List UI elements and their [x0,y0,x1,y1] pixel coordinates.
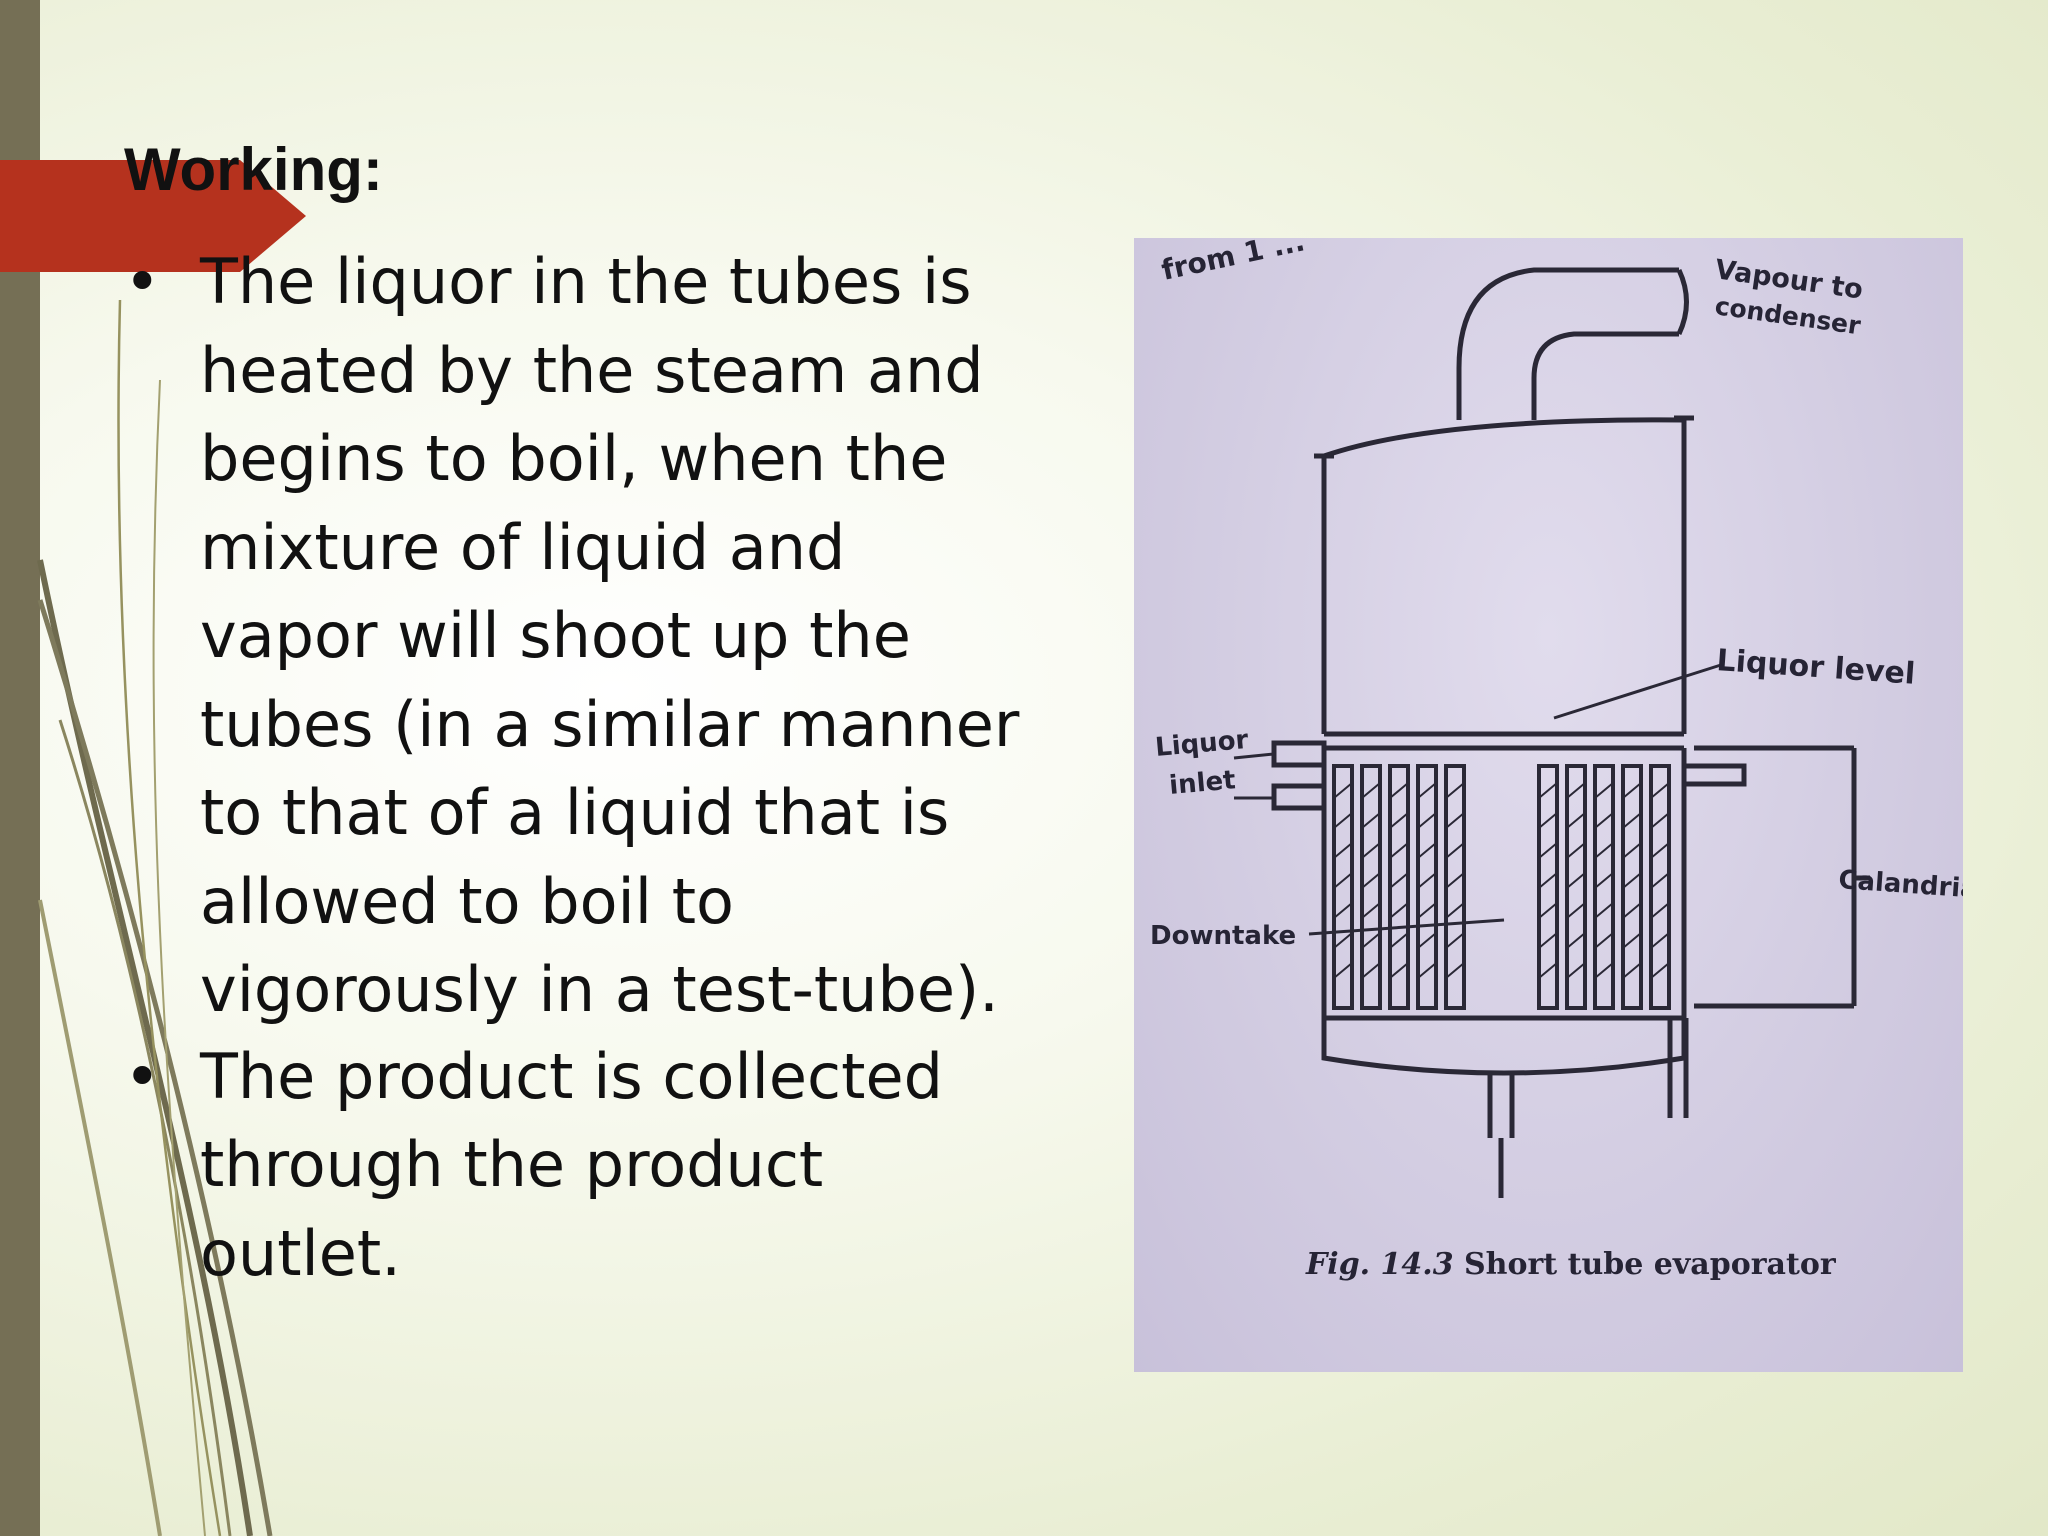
text-line: to that of a liquid that is [200,776,950,849]
bullet-dot: • [124,1039,161,1113]
text-line: mixture of liquid and [200,510,846,584]
figure-caption: Short tube evaporator [1464,1247,1837,1282]
text-line: tubes (in a similar manner [200,687,1020,761]
text-line: allowed to boil to [200,864,734,938]
text-line: vigorously in a test-tube). [200,953,999,1026]
downtake-label: Downtake [1150,921,1296,951]
evaporator-diagram: from 1 ... Vapour to condenser Liquor le… [1150,238,1963,1282]
red-arrow-banner [0,160,306,272]
decorative-curves [37,299,273,1536]
text-line: The product is collected [200,1039,943,1113]
text-line: begins to boil, when the [200,422,948,495]
bullet-item: • The product is collected through the p… [120,1033,1020,1299]
text-line: vapor will shoot up the [200,599,911,672]
bullet-text: The liquor in the tubes is heated by the… [200,238,1020,1035]
liquor-level-label: Liquor level [1715,643,1916,692]
evaporator-figure: from 1 ... Vapour to condenser Liquor le… [1134,238,1963,1372]
text-line: The liquor in the tubes is [200,245,972,318]
figure-fragment-text: from 1 ... [1159,238,1308,287]
figure-number: Fig. 14.3 [1305,1247,1454,1282]
text-line: heated by the steam and [200,333,984,407]
inlet-label: inlet [1168,765,1237,801]
text-line: outlet. [200,1216,401,1290]
bullet-text: The product is collected through the pro… [200,1033,960,1299]
bullet-dot: • [124,245,161,318]
bullet-item: • The liquor in the tubes is heated by t… [120,238,1020,1035]
text-line: through the product [200,1128,824,1201]
bullet-list: • The liquor in the tubes is heated by t… [120,238,1020,1298]
slide-heading: Working: [124,136,383,203]
